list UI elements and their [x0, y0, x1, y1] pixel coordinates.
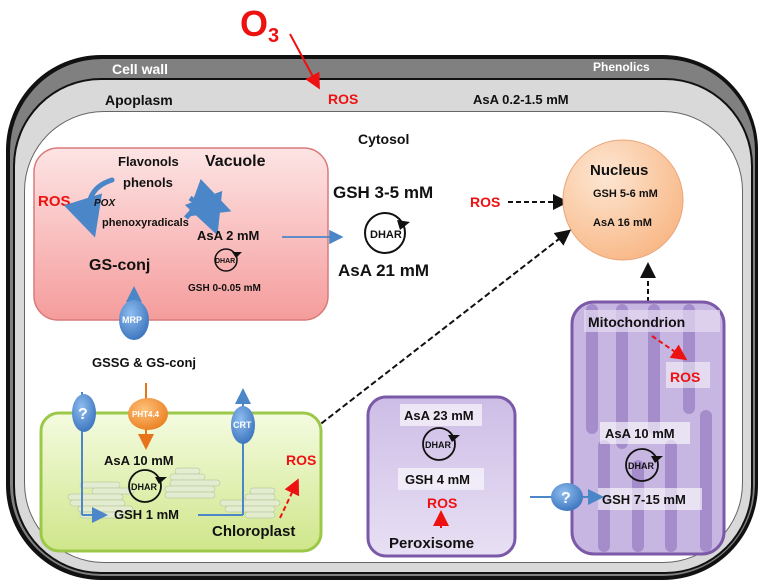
nucleus-label: Nucleus [590, 162, 648, 179]
mitochondrion-ros-label: ROS [670, 369, 700, 385]
pox-label: POX [94, 198, 116, 209]
peroxisome-asa-box [400, 404, 482, 426]
chloroplast-ros-label: ROS [286, 452, 316, 468]
mitochondrion-asa-box [600, 422, 690, 444]
unknown-transporter-label: ? [78, 406, 88, 423]
cytosol-asa-label: AsA 21 mM [338, 261, 429, 280]
chloroplast-asa-label: AsA 10 mM [104, 453, 174, 468]
mitochondrion-gsh-box [598, 488, 702, 510]
peroxisome-dhar-cycle-icon [422, 427, 456, 461]
vacuole-label: Vacuole [205, 153, 266, 170]
cytosol-dhar-cycle-icon [364, 212, 406, 254]
chloroplast-ros-arrow [279, 478, 300, 519]
nucleus [562, 139, 684, 261]
cytosol-ros-label: ROS [470, 194, 500, 210]
unknown-chloroplast-transporter [72, 394, 96, 432]
mitochondrion-dhar-arrowhead-icon [651, 456, 663, 463]
apoplasm-label: Apoplasm [105, 92, 173, 108]
vacuole-asa-label: AsA 2 mM [197, 228, 259, 243]
crt-transporter [231, 406, 255, 444]
mitochondrion-transporter-label: ? [561, 490, 571, 507]
vacuole-gsh-label: GSH 0-0.05 mM [188, 283, 261, 294]
crt-label: CRT [233, 420, 252, 430]
vacuole-dhar-label: DHAR [215, 258, 235, 265]
vacuole-dhar-arrowhead-icon [232, 252, 242, 258]
vacuole-dhar-cycle-icon [214, 248, 238, 272]
chloroplast-dhar-cycle-icon [128, 469, 162, 503]
cytosol-dhar-label: DHAR [370, 229, 402, 241]
mrp-label: MRP [122, 315, 142, 325]
mitochondrion-ros-arrow [651, 335, 688, 361]
pht44-transporter [128, 398, 168, 430]
cell-wall-label: Cell wall [112, 61, 168, 77]
chloroplast-dhar-label: DHAR [131, 482, 157, 492]
peroxisome-dhar-label: DHAR [425, 440, 451, 450]
apoplasm-asa-label: AsA 0.2-1.5 mM [473, 92, 569, 107]
mitochondrion-unknown-transporter [551, 483, 583, 511]
chloroplast-gsh-label: GSH 1 mM [114, 507, 179, 522]
mitochondrion-dhar-label: DHAR [628, 461, 654, 471]
phenols-label: phenols [123, 175, 173, 190]
phenolics-label: Phenolics [593, 60, 650, 74]
apoplasm-ros-label: ROS [328, 91, 358, 107]
phenoxyradicals-label: phenoxyradicals [102, 217, 189, 229]
thylakoid-stacks [67, 467, 281, 519]
pht44-label: PHT4.4 [132, 410, 160, 419]
mrp-transporter [119, 300, 149, 340]
exchange-arrow-2 [184, 190, 223, 236]
peroxisome-gsh-box [398, 468, 484, 490]
ozone-label: O3 [240, 3, 279, 47]
vacuole [33, 147, 329, 321]
peroxisome-label: Peroxisome [389, 535, 474, 552]
mitochondrion-dhar-cycle-icon [625, 448, 659, 482]
cytosol-gsh-label: GSH 3-5 mM [333, 183, 433, 202]
vacuole-ros-label: ROS [38, 193, 71, 210]
peroxisome-ros-label: ROS [427, 495, 457, 511]
mitochondrion-gsh-label: GSH 7-15 mM [602, 492, 686, 507]
peroxisome-dhar-arrowhead-icon [448, 435, 460, 442]
chloroplast-dhar-arrowhead-icon [155, 477, 167, 484]
nucleus-asa-label: AsA 16 mM [593, 217, 652, 229]
gssg-gsconj-label: GSSG & GS-conj [92, 355, 196, 370]
chloroplast-to-nucleus-arrow [299, 229, 572, 441]
flavonols-label: Flavonols [118, 154, 179, 169]
chloroplast-label: Chloroplast [212, 523, 295, 540]
gs-conj-label: GS-conj [89, 257, 150, 274]
mitochondrion-label-box [584, 310, 720, 332]
peroxisome-gsh-label: GSH 4 mM [405, 472, 470, 487]
mitochondrion-label: Mitochondrion [588, 314, 685, 330]
pox-curve-arrow [63, 177, 115, 238]
nucleus-gsh-label: GSH 5-6 mM [593, 188, 658, 200]
cytosol-dhar-arrowhead-icon [397, 220, 410, 230]
cytosol-label: Cytosol [358, 131, 409, 147]
ozone-arrow [289, 33, 320, 90]
peroxisome-asa-label: AsA 23 mM [404, 408, 474, 423]
mitochondrion-ros-box [666, 362, 710, 388]
mitochondrion-asa-label: AsA 10 mM [605, 426, 675, 441]
